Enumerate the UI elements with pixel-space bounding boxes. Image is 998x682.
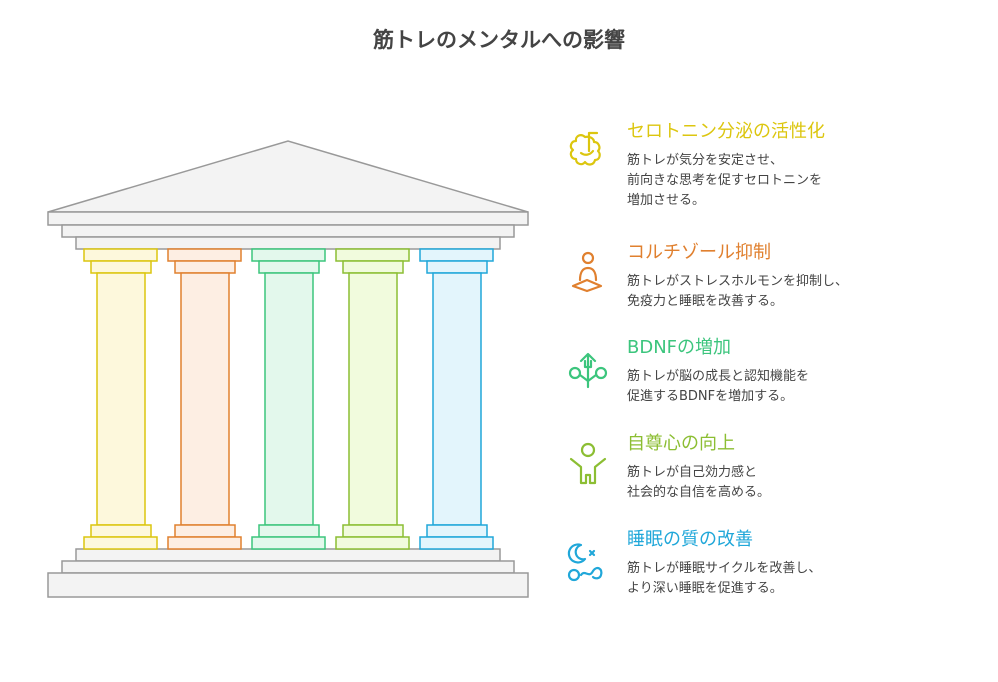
pillar-2-column-base — [174, 524, 236, 538]
item-description: 筋トレがストレスホルモンを抑制し、免疫力と睡眠を改善する。 — [627, 272, 848, 312]
base-step-3 — [47, 572, 529, 598]
entablature-1 — [61, 224, 515, 238]
meditation-icon — [571, 251, 603, 293]
item-heading: 自尊心の向上 — [627, 433, 735, 454]
pillar-4-column-plinth — [335, 536, 410, 550]
pillar-2-shaft — [180, 272, 230, 526]
pillar-2-column-plinth — [167, 536, 242, 550]
item-description-line: より深い睡眠を促進する。 — [627, 581, 783, 596]
pillar-3-capital-top — [251, 248, 326, 262]
item-description: 筋トレが気分を安定させ、前向きな思考を促すセロトニンを増加させる。 — [627, 151, 822, 211]
item-description-line: 筋トレが脳の成長と認知機能を — [627, 369, 810, 384]
entablature-2 — [75, 236, 501, 250]
pillar-4-shaft — [348, 272, 398, 526]
pillar-1-column-plinth — [83, 536, 158, 550]
page-title: 筋トレのメンタルへの影響 — [373, 28, 625, 52]
item-description: 筋トレが脳の成長と認知機能を促進するBDNFを増加する。 — [627, 367, 809, 407]
pillar-5-capital-top — [419, 248, 494, 262]
item-description-line: 増加させる。 — [627, 193, 706, 208]
item-heading: 睡眠の質の改善 — [627, 529, 753, 550]
item-description-line: 促進するBDNFを増加する。 — [627, 389, 794, 404]
pillar-1-capital — [90, 260, 152, 274]
item-heading: セロトニン分泌の活性化 — [627, 121, 825, 142]
base-step-1 — [75, 548, 501, 562]
item-description: 筋トレが自己効力感と社会的な自信を高める。 — [627, 463, 770, 503]
pillar-1-shaft — [96, 272, 146, 526]
pillar-5-shaft — [432, 272, 482, 526]
item-heading: コルチゾール抑制 — [627, 242, 771, 263]
pillar-2-capital-top — [167, 248, 242, 262]
temple-diagram — [47, 140, 529, 598]
item-description-line: 筋トレが自己効力感と — [627, 465, 758, 480]
pillar-5-column-base — [426, 524, 488, 538]
item-description-line: 免疫力と睡眠を改善する。 — [627, 294, 784, 309]
base-step-2 — [61, 560, 515, 574]
item-description-line: 前向きな思考を促すセロトニンを — [627, 173, 823, 188]
pillar-2-capital — [174, 260, 236, 274]
pillar-5-capital — [426, 260, 488, 274]
brain-icon — [569, 131, 601, 166]
pillar-3-column-base — [258, 524, 320, 538]
temple-roof — [47, 140, 529, 213]
growth-icon — [568, 352, 608, 389]
pillar-4-column-base — [342, 524, 404, 538]
item-description-line: 筋トレが睡眠サイクルを改善し、 — [627, 561, 822, 576]
pillar-1-column-base — [90, 524, 152, 538]
roof-band — [47, 211, 529, 226]
item-description-line: 筋トレが気分を安定させ、 — [627, 153, 784, 168]
pillar-3-column-plinth — [251, 536, 326, 550]
pillar-1-capital-top — [83, 248, 158, 262]
sleep-icon — [567, 543, 603, 582]
pillar-4-capital-top — [335, 248, 410, 262]
pillar-3-capital — [258, 260, 320, 274]
pillar-4-capital — [342, 260, 404, 274]
item-heading: BDNFの増加 — [627, 337, 732, 358]
pillar-5-column-plinth — [419, 536, 494, 550]
item-description-line: 筋トレがストレスホルモンを抑制し、 — [627, 274, 849, 289]
item-description: 筋トレが睡眠サイクルを改善し、より深い睡眠を促進する。 — [627, 559, 821, 599]
person-cheer-icon — [569, 442, 607, 485]
pillar-3-shaft — [264, 272, 314, 526]
item-description-line: 社会的な自信を高める。 — [627, 485, 771, 500]
